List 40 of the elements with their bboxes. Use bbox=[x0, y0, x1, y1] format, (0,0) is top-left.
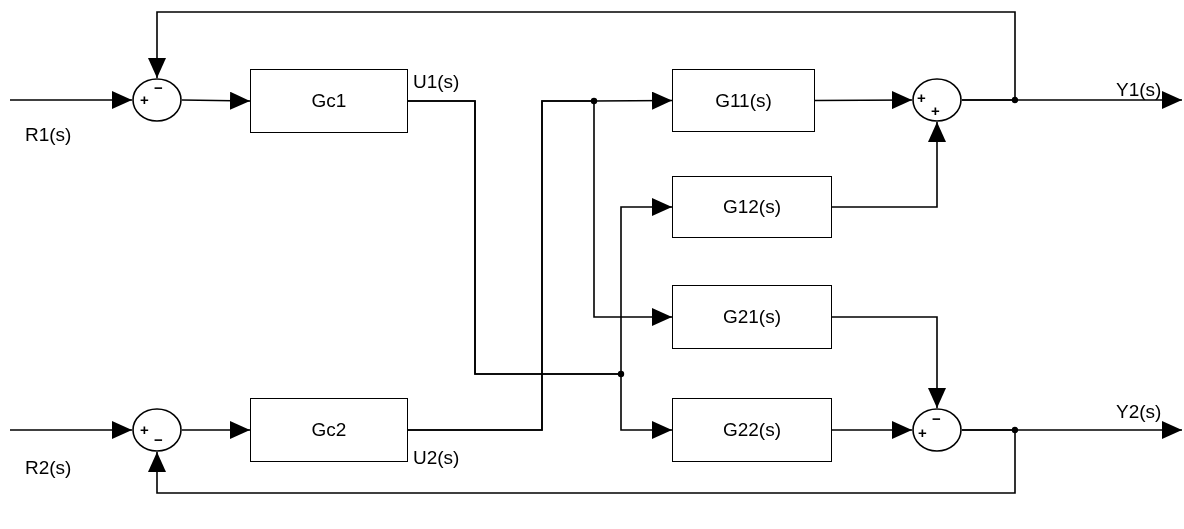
block-label: G11(s) bbox=[715, 89, 772, 112]
sign-label: − bbox=[154, 432, 163, 447]
signal-label: Y1(s) bbox=[1116, 80, 1162, 100]
sign-label: + bbox=[931, 103, 940, 118]
block-label: Gc2 bbox=[311, 419, 347, 441]
signal-label: U1(s) bbox=[413, 72, 460, 92]
summing-junction bbox=[912, 408, 962, 452]
transfer-function-block bbox=[672, 398, 832, 462]
signal-arrow bbox=[814, 91, 913, 110]
transfer-function-block bbox=[672, 285, 832, 349]
block-label: Gc1 bbox=[311, 90, 347, 112]
transfer-function-block bbox=[250, 69, 408, 133]
signal-label: U2(s) bbox=[413, 448, 460, 468]
signal-arrow bbox=[148, 11, 1016, 101]
signal-arrow bbox=[831, 316, 946, 409]
block-label: G22(s) bbox=[722, 419, 782, 441]
signal-label: R2(s) bbox=[25, 458, 72, 478]
signal-label: R1(s) bbox=[25, 125, 72, 145]
transfer-function-block bbox=[250, 398, 408, 462]
signal-arrow bbox=[148, 429, 1016, 494]
sign-label: − bbox=[154, 80, 163, 95]
summing-junction bbox=[132, 408, 182, 452]
sign-label: + bbox=[918, 425, 927, 440]
signal-label: Y2(s) bbox=[1116, 402, 1162, 422]
summing-junction bbox=[912, 78, 962, 122]
block-label: G21(s) bbox=[722, 306, 782, 328]
signal-arrow bbox=[181, 421, 251, 439]
signal-arrow bbox=[181, 91, 251, 110]
sign-label: + bbox=[140, 422, 149, 437]
signal-arrow bbox=[9, 91, 133, 109]
signal-arrow bbox=[831, 121, 946, 208]
signal-arrow bbox=[9, 421, 133, 439]
sign-label: + bbox=[917, 90, 926, 105]
transfer-function-block bbox=[672, 69, 815, 132]
summing-junction bbox=[132, 78, 182, 122]
transfer-function-block bbox=[672, 176, 832, 238]
sign-label: + bbox=[140, 92, 149, 107]
block-label: G12(s) bbox=[722, 196, 782, 218]
signal-arrow bbox=[831, 421, 913, 439]
sign-label: − bbox=[932, 411, 941, 426]
